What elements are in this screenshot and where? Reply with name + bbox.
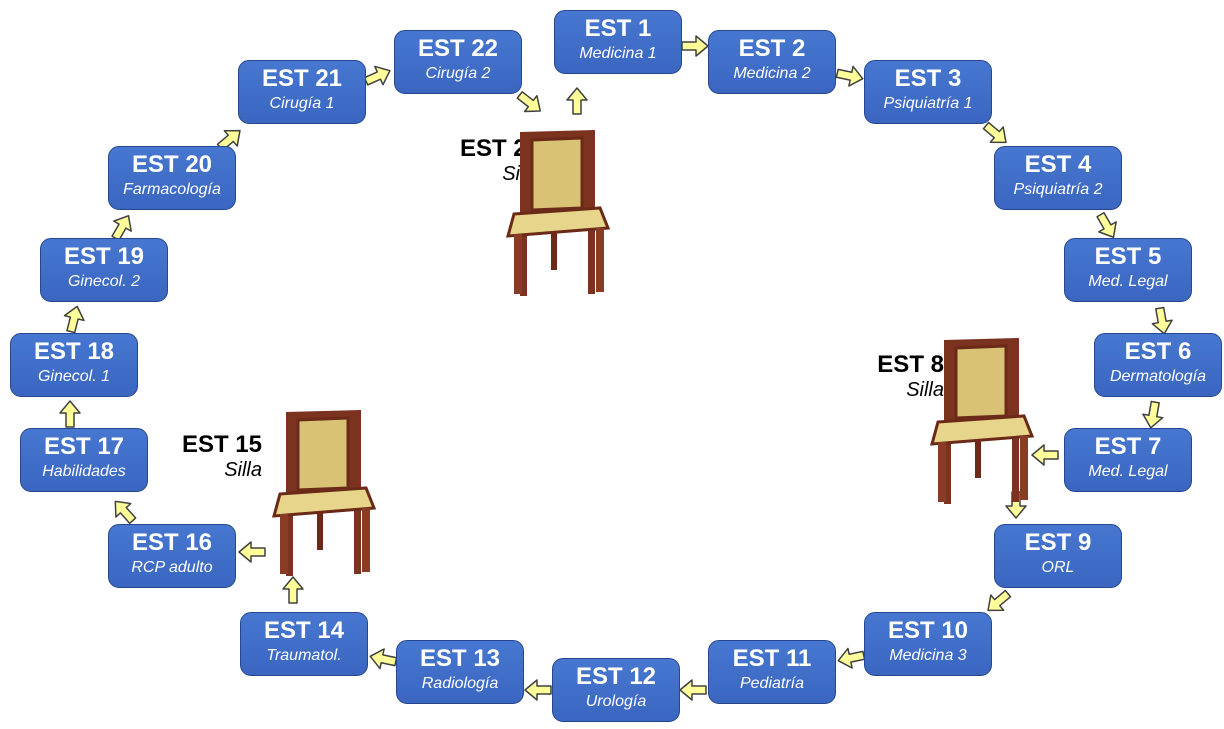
station-code: EST 13 [419, 645, 501, 672]
station-area: Pediatría [739, 675, 805, 692]
station-code: EST 1 [584, 15, 652, 42]
station-area: Psiquiatría 2 [1013, 181, 1103, 198]
chair-code: EST 15 [181, 431, 262, 458]
arrow-icon [1031, 444, 1059, 466]
chair-label-est-15: EST 15 Silla [142, 432, 262, 482]
station-box-1: EST 1 Medicina 1 [554, 10, 682, 74]
station-box-17: EST 17 Habilidades [20, 428, 148, 492]
station-code: EST 2 [738, 35, 806, 62]
arrow-icon [1142, 400, 1164, 429]
station-area: Medicina 2 [733, 65, 811, 82]
station-code: EST 4 [1024, 151, 1092, 178]
station-area: Med. Legal [1088, 273, 1168, 290]
station-code: EST 22 [417, 35, 499, 62]
arrow-icon [837, 647, 866, 669]
chair-icon [271, 410, 377, 576]
station-area: Dermatología [1109, 368, 1207, 385]
arrow-icon [1096, 211, 1117, 239]
station-code: EST 6 [1124, 338, 1192, 365]
station-box-5: EST 5 Med. Legal [1064, 238, 1192, 302]
arrow-icon [566, 87, 588, 115]
chair-icon [929, 338, 1035, 504]
station-code: EST 9 [1024, 529, 1092, 556]
station-area: Psiquiatría 1 [883, 95, 973, 112]
arrow-icon [524, 679, 552, 701]
station-area: Ginecol. 1 [37, 368, 111, 385]
chair-label-est-8: EST 8 Silla [824, 352, 944, 402]
station-box-9: EST 9 ORL [994, 524, 1122, 588]
station-code: EST 14 [263, 617, 345, 644]
chair-icon [505, 130, 611, 296]
station-area: Cirugía 2 [425, 65, 491, 82]
arrow-icon [63, 305, 85, 334]
arrow-icon [369, 648, 398, 670]
arrow-icon [282, 576, 304, 604]
arrow-icon [982, 121, 1007, 144]
chair-area: Silla [906, 379, 944, 401]
station-code: EST 11 [732, 645, 812, 672]
station-box-4: EST 4 Psiquiatría 2 [994, 146, 1122, 210]
station-code: EST 16 [131, 529, 213, 556]
station-code: EST 7 [1094, 433, 1162, 460]
station-box-12: EST 12 Urología [552, 658, 680, 722]
arrow-icon [59, 400, 81, 428]
station-box-18: EST 18 Ginecol. 1 [10, 333, 138, 397]
station-area: Urología [585, 693, 647, 710]
station-area: Radiología [421, 675, 499, 692]
arrow-icon [114, 500, 137, 525]
station-area: Medicina 1 [579, 45, 657, 62]
station-area: Traumatol. [266, 647, 342, 664]
station-code: EST 10 [887, 617, 969, 644]
station-box-7: EST 7 Med. Legal [1064, 428, 1192, 492]
station-area: Cirugía 1 [269, 95, 335, 112]
station-box-19: EST 19 Ginecol. 2 [40, 238, 168, 302]
arrow-icon [516, 91, 541, 113]
chair-code: EST 8 [877, 351, 944, 378]
station-box-13: EST 13 Radiología [396, 640, 524, 704]
station-area: Ginecol. 2 [67, 273, 141, 290]
station-area: Med. Legal [1088, 463, 1168, 480]
station-box-22: EST 22 Cirugía 2 [394, 30, 522, 94]
station-box-10: EST 10 Medicina 3 [864, 612, 992, 676]
station-code: EST 17 [43, 433, 125, 460]
arrow-icon [679, 679, 707, 701]
arrow-icon [238, 541, 266, 563]
station-code: EST 21 [261, 65, 343, 92]
station-code: EST 20 [131, 151, 213, 178]
station-code: EST 12 [575, 663, 657, 690]
station-code: EST 3 [894, 65, 962, 92]
station-area: Farmacología [123, 181, 221, 198]
station-box-21: EST 21 Cirugía 1 [238, 60, 366, 124]
station-box-3: EST 3 Psiquiatría 1 [864, 60, 992, 124]
station-code: EST 18 [33, 338, 115, 365]
station-area: ORL [1041, 559, 1075, 576]
station-code: EST 19 [63, 243, 145, 270]
station-box-11: EST 11 Pediatría [708, 640, 836, 704]
station-box-6: EST 6 Dermatología [1094, 333, 1222, 397]
arrow-icon [363, 65, 391, 86]
arrow-icon [1151, 306, 1173, 335]
station-area: Medicina 3 [889, 647, 967, 664]
arrow-icon [835, 65, 864, 87]
station-area: RCP adulto [131, 559, 213, 576]
station-area: Habilidades [42, 463, 126, 480]
arrow-icon [681, 35, 709, 57]
station-box-14: EST 14 Traumatol. [240, 612, 368, 676]
station-box-20: EST 20 Farmacología [108, 146, 236, 210]
chair-area: Silla [224, 459, 262, 481]
station-box-2: EST 2 Medicina 2 [708, 30, 836, 94]
station-code: EST 5 [1094, 243, 1162, 270]
arrow-icon [987, 589, 1012, 612]
station-box-16: EST 16 RCP adulto [108, 524, 236, 588]
